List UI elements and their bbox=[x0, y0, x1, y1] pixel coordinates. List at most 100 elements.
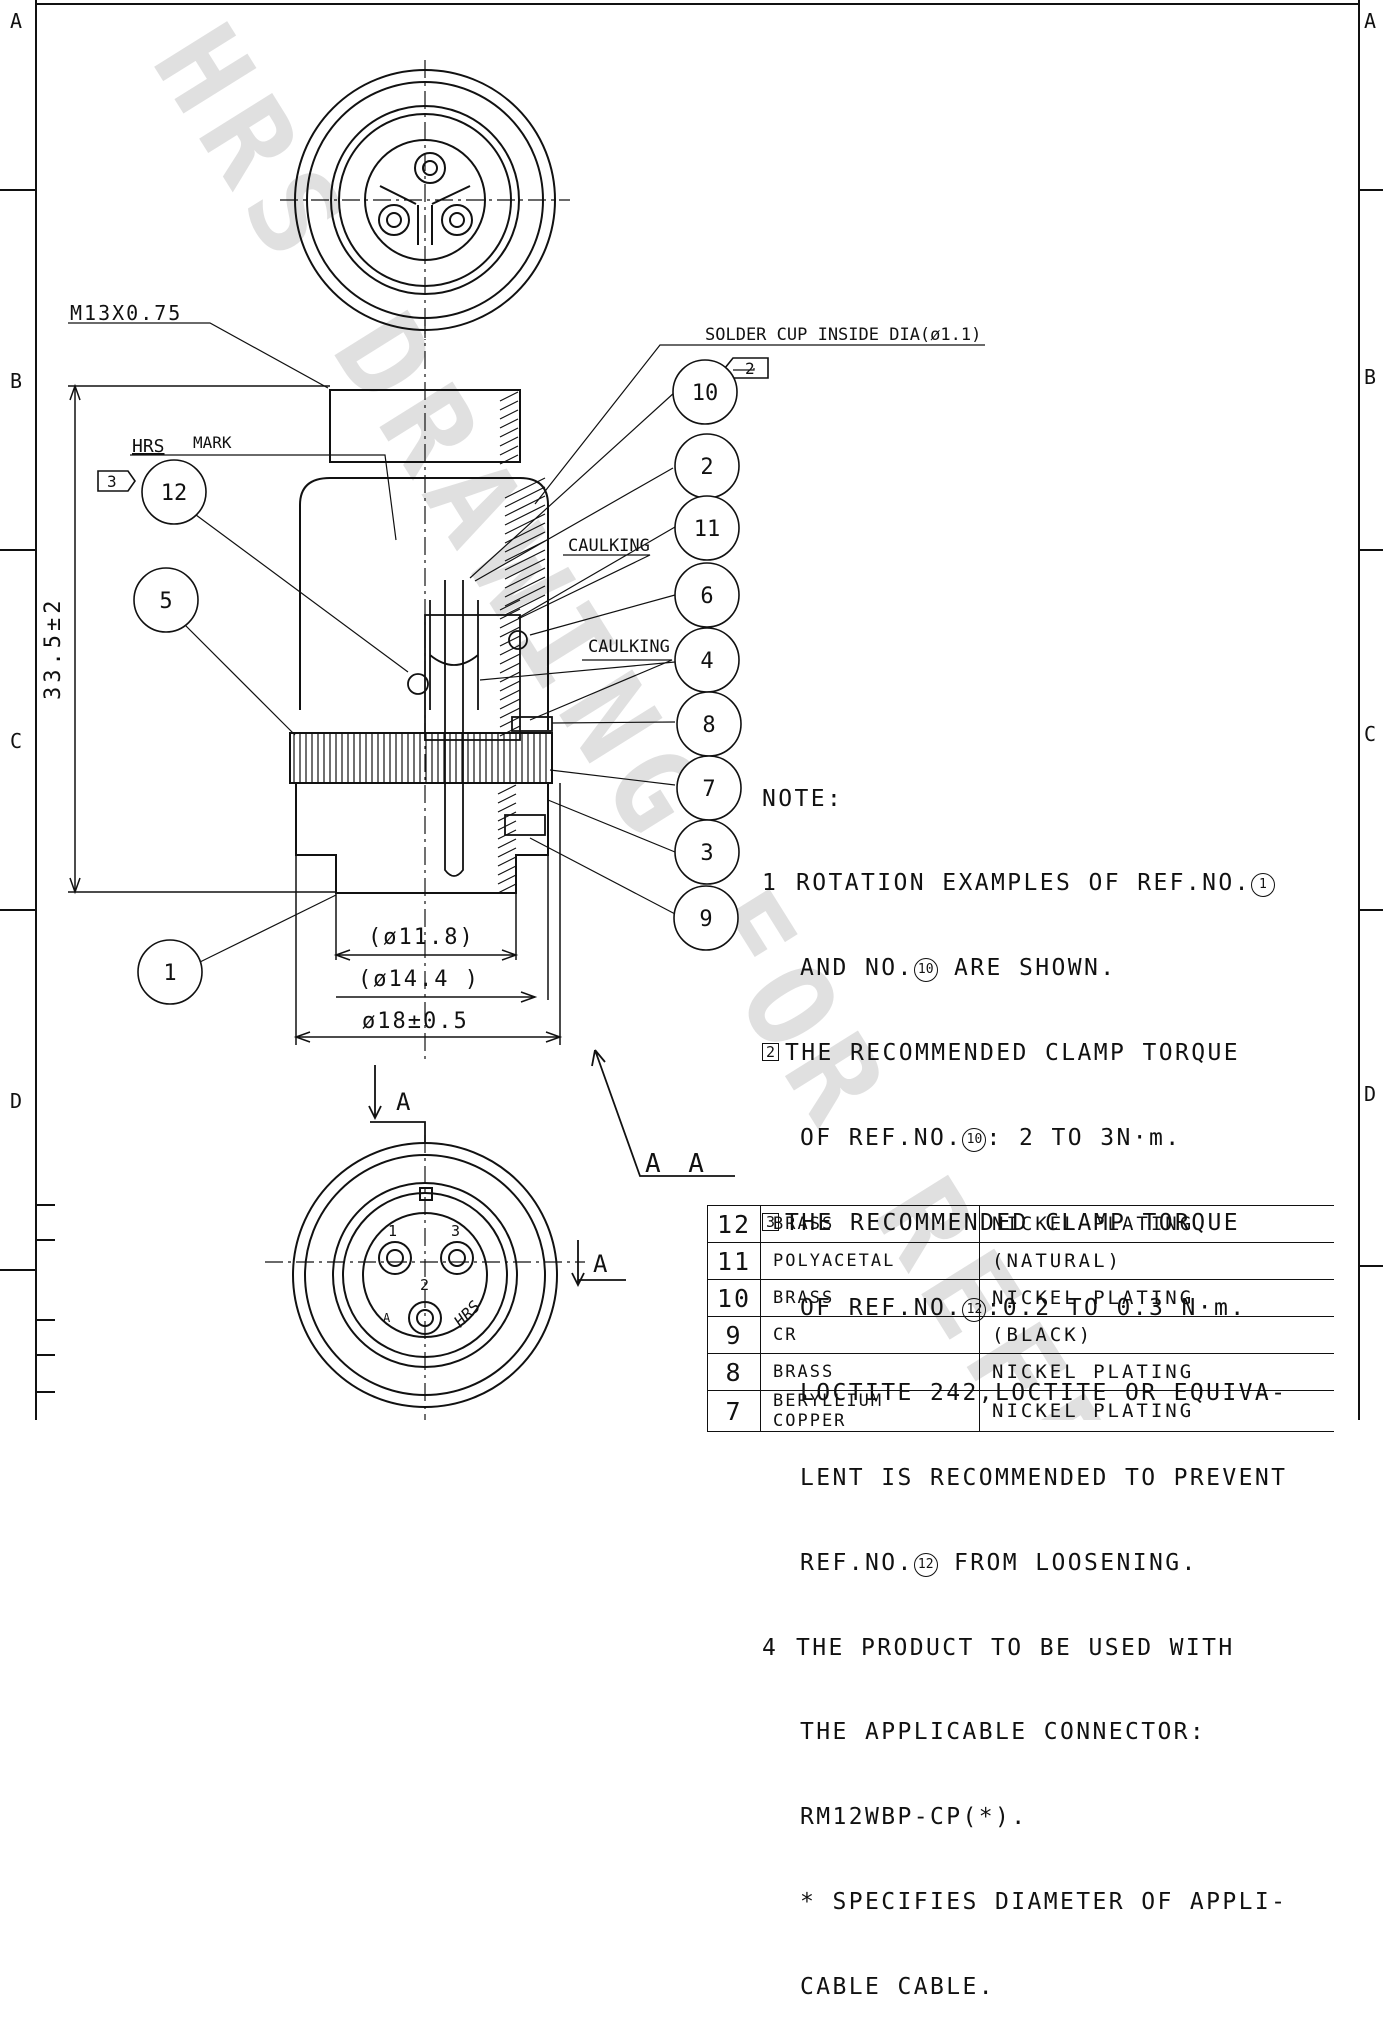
solder-cup-callout: SOLDER CUP INSIDE DIA(ø1.1) bbox=[705, 325, 981, 345]
note-3-line-e: LENT IS RECOMMENDED TO PREVENT bbox=[800, 1464, 1288, 1491]
note-1-line-b: AND NO. bbox=[800, 955, 914, 982]
balloon-label: 6 bbox=[700, 584, 713, 609]
note-2-line-a: THE RECOMMENDED CLAMP TORQUE bbox=[785, 1040, 1240, 1067]
svg-text:2: 2 bbox=[745, 359, 755, 378]
note-4-line-b: THE APPLICABLE CONNECTOR: bbox=[800, 1719, 1207, 1746]
dim-mid-diameter: (ø14.4 ) bbox=[358, 967, 480, 992]
balloon-label: 10 bbox=[692, 381, 719, 406]
balloon-6: 6 bbox=[674, 562, 740, 628]
note-2-line-c: : 2 TO 3N·m. bbox=[986, 1125, 1182, 1152]
parts-cell-material: BRASS bbox=[760, 1279, 980, 1317]
balloon-label: 1 bbox=[163, 961, 176, 986]
parts-cell-finish: (BLACK) bbox=[979, 1316, 1334, 1354]
note-2-tag: 2 bbox=[762, 1043, 780, 1062]
section-view-bottom bbox=[265, 1135, 585, 1420]
note-4-number: 4 bbox=[762, 1634, 779, 1661]
balloon-label: 12 bbox=[161, 481, 188, 506]
parts-cell-finish: NICKEL PLATING bbox=[979, 1279, 1334, 1317]
note-1-ref-circle-b: 10 bbox=[913, 958, 938, 983]
notes-title: NOTE: bbox=[762, 785, 844, 812]
parts-cell-finish: NICKEL PLATING bbox=[979, 1205, 1334, 1243]
balloon-5: 5 bbox=[133, 567, 199, 633]
item-balloons: 10 2 11 6 4 8 7 3 9 12 5 1 bbox=[133, 359, 742, 1005]
balloon-label: 5 bbox=[159, 589, 172, 614]
note-1-number: 1 bbox=[762, 870, 779, 897]
section-label-aa: A A bbox=[645, 1149, 710, 1179]
balloon-label: 8 bbox=[702, 713, 715, 738]
section-label-a-side: A bbox=[593, 1250, 608, 1278]
section-label-a-top: A bbox=[396, 1088, 411, 1116]
note-1-line-a: ROTATION EXAMPLES OF REF.NO. bbox=[796, 870, 1251, 897]
row-label-b-left: B bbox=[10, 369, 22, 393]
caulking-callout-lower: CAULKING bbox=[588, 637, 670, 657]
parts-cell-no: 7 bbox=[707, 1390, 761, 1432]
parts-cell-no: 11 bbox=[707, 1242, 761, 1280]
balloon-label: 11 bbox=[694, 517, 721, 542]
parts-cell-finish: (NATURAL) bbox=[979, 1242, 1334, 1280]
leader-lines bbox=[68, 322, 985, 963]
side-view bbox=[289, 320, 553, 1060]
parts-cell-material: POLYACETAL bbox=[760, 1242, 980, 1280]
row-label-d-right: D bbox=[1364, 1082, 1376, 1106]
balloon-3: 3 bbox=[674, 819, 740, 885]
parts-cell-material: CR bbox=[760, 1316, 980, 1354]
revision-tag-2: 2 bbox=[723, 357, 769, 379]
length-dimension: 33.5±2 bbox=[41, 597, 66, 700]
balloon-2: 2 bbox=[674, 433, 740, 499]
balloon-10: 10 bbox=[672, 359, 738, 425]
row-label-c-left: C bbox=[10, 729, 22, 753]
note-4-line-a: THE PRODUCT TO BE USED WITH bbox=[796, 1634, 1235, 1661]
note-3-line-g: FROM LOOSENING. bbox=[953, 1549, 1198, 1576]
pin-label-3: 3 bbox=[451, 1222, 460, 1240]
note-1-ref-circle: 1 bbox=[1250, 873, 1275, 898]
section-markers bbox=[368, 1049, 735, 1288]
mark-callout: MARK bbox=[193, 433, 232, 452]
note-4-line-e: CABLE CABLE. bbox=[800, 1974, 995, 2001]
row-label-d-left: D bbox=[10, 1089, 22, 1113]
balloon-7: 7 bbox=[676, 755, 742, 821]
note-2-ref-circle: 10 bbox=[962, 1128, 987, 1153]
row-label-c-right: C bbox=[1364, 722, 1376, 746]
balloon-label: 3 bbox=[700, 841, 713, 866]
balloon-1: 1 bbox=[137, 939, 203, 1005]
dimension-lines bbox=[68, 383, 563, 1045]
dim-outer-diameter: ø18±0.5 bbox=[362, 1009, 469, 1034]
caulking-callout-upper: CAULKING bbox=[568, 536, 650, 556]
note-3-line-f: REF.NO. bbox=[800, 1549, 914, 1576]
parts-cell-material: BRASS bbox=[760, 1205, 980, 1243]
parts-cell-finish: NICKEL PLATING bbox=[979, 1390, 1334, 1432]
note-3-ref-circle-f: 12 bbox=[913, 1552, 938, 1577]
balloon-11: 11 bbox=[674, 495, 740, 561]
hrs-logo-bottom: HRS bbox=[449, 1297, 484, 1332]
knurl-hatching bbox=[293, 733, 547, 783]
parts-cell-no: 10 bbox=[707, 1279, 761, 1317]
balloon-12: 12 bbox=[141, 459, 207, 525]
note-4-line-d: * SPECIFIES DIAMETER OF APPLI- bbox=[800, 1889, 1288, 1916]
row-label-a-left: A bbox=[10, 9, 22, 33]
balloon-9: 9 bbox=[673, 885, 739, 951]
pin-label-2: 2 bbox=[420, 1276, 429, 1294]
hrs-logo-mark: HRS bbox=[132, 436, 165, 457]
balloon-label: 7 bbox=[702, 777, 715, 802]
revision-tag-3: 3 bbox=[97, 470, 136, 492]
svg-text:3: 3 bbox=[107, 472, 117, 491]
contact-pin bbox=[407, 580, 553, 877]
parts-cell-material: BERYLLIUM COPPER bbox=[760, 1390, 980, 1432]
pin-label-1: 1 bbox=[388, 1222, 397, 1240]
note-2-line-b: OF REF.NO. bbox=[800, 1125, 963, 1152]
dim-inner-diameter: (ø11.8) bbox=[368, 925, 475, 950]
balloon-label: 2 bbox=[700, 455, 713, 480]
parts-cell-no: 8 bbox=[707, 1353, 761, 1391]
balloon-label: 4 bbox=[700, 649, 713, 674]
row-label-b-right: B bbox=[1364, 365, 1376, 389]
drawing-sheet: A B C D A B C D HRS DRAWING FOR REFERENC… bbox=[0, 0, 1383, 1420]
sheet-frame bbox=[0, 0, 1383, 1420]
parts-cell-no: 9 bbox=[707, 1316, 761, 1354]
balloon-label: 9 bbox=[699, 907, 712, 932]
key-label-a: A bbox=[383, 1311, 391, 1325]
